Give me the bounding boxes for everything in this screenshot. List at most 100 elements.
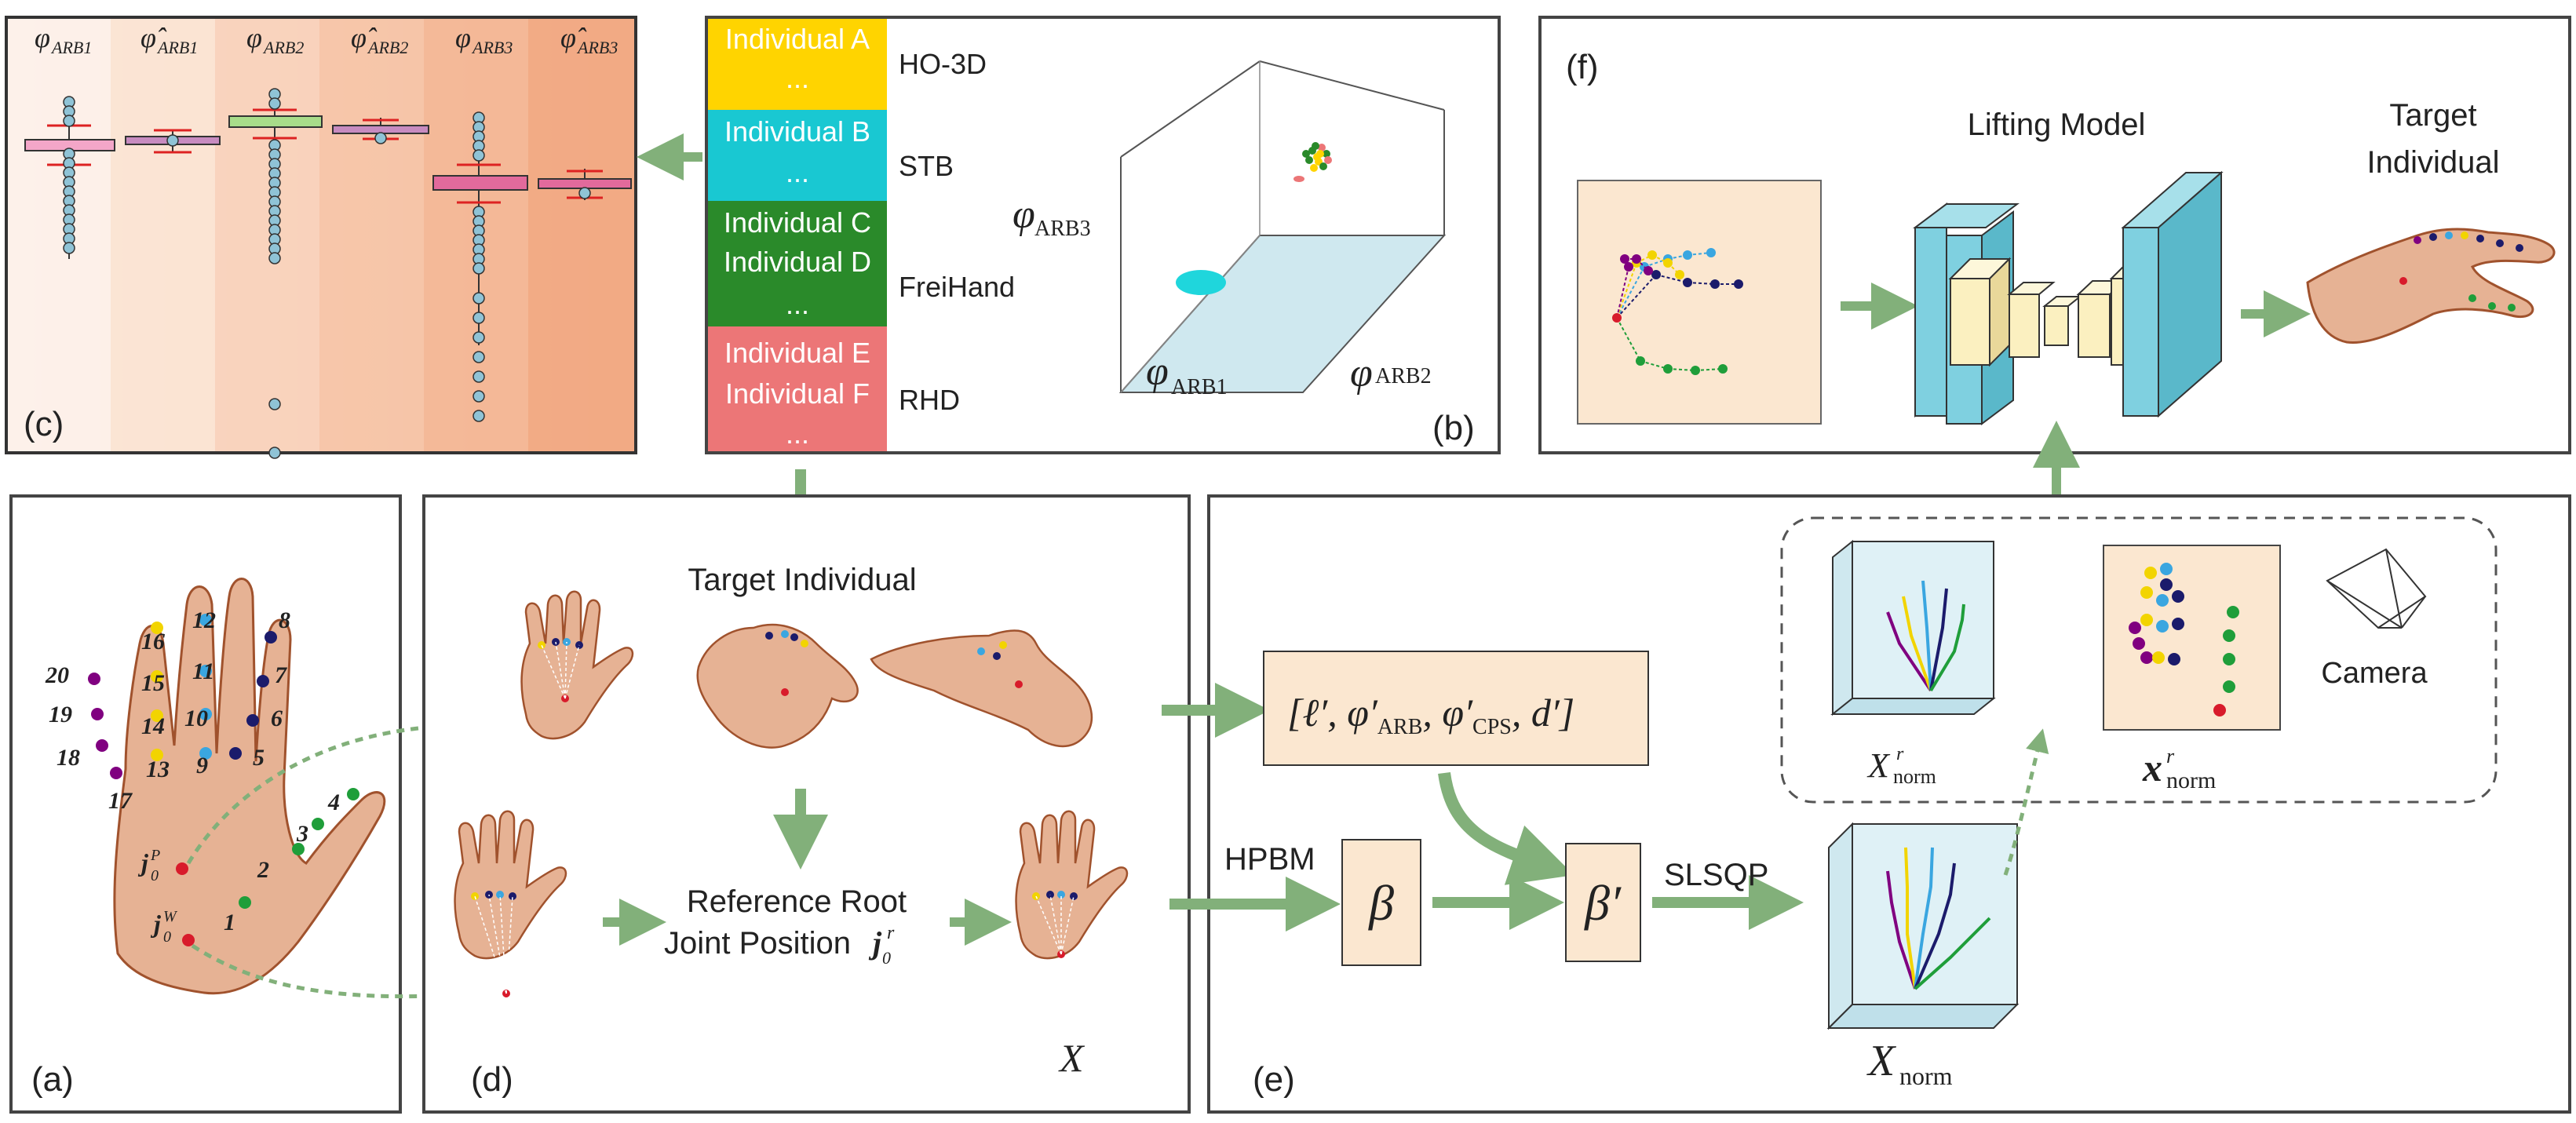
bone [1616, 266, 1645, 319]
dataset-label-rhd: RHD [899, 384, 960, 416]
panel-f: (f) Lifting Model Tar [1538, 16, 2571, 454]
output-keypoint [2476, 235, 2484, 242]
keypoint [1663, 258, 1673, 268]
joint-8 [265, 631, 277, 644]
hand-dashed-line [488, 894, 507, 994]
projected-keypoint [2144, 567, 2157, 579]
joint-18 [96, 739, 108, 752]
joint-number-10: 10 [184, 706, 208, 731]
joint-number-12: 12 [192, 607, 216, 633]
projected-keypoint [2140, 614, 2153, 626]
dataset-block-ho3d [708, 19, 887, 110]
panel-b-label: (b) [1432, 409, 1475, 447]
scatter-point [1310, 164, 1318, 172]
xrnorm-sub: norm [1893, 765, 1936, 788]
boxplot-outliers-phi-arb3 [473, 111, 485, 422]
projected-keypoint [2129, 622, 2141, 634]
xrnorm-sup: r [1896, 744, 1904, 764]
xnorm-sub: norm [1899, 1062, 1953, 1090]
bone-chain [1886, 611, 1932, 692]
dashed-arrow-xnorm-to-proj [2003, 728, 2049, 876]
joint-number-19: 19 [49, 702, 72, 727]
joint-6 [246, 714, 259, 727]
slsqp-label: SLSQP [1664, 858, 1768, 892]
scatter-cluster-cyan [1176, 270, 1226, 295]
joint-number-17: 17 [108, 788, 133, 814]
output-keypoint [2414, 236, 2421, 244]
keypoint [1683, 250, 1692, 260]
keypoint [1632, 254, 1641, 264]
scatter-point [1305, 156, 1313, 164]
bone-chain [1929, 603, 1965, 692]
axis-label-x: φ [1146, 349, 1169, 394]
joint-4 [347, 788, 359, 800]
outlier-dot [473, 331, 485, 344]
projected-keypoint [2223, 629, 2235, 642]
projected-keypoint [2156, 620, 2169, 633]
panel-d: Target Individual Reference Root Joint P… [422, 494, 1191, 1114]
jp-sup: P [150, 847, 160, 864]
joint-2 [292, 843, 305, 855]
joint-1 [239, 896, 251, 909]
output-keypoint [2445, 232, 2453, 239]
hand-joint [999, 641, 1007, 649]
bone [1644, 258, 1669, 268]
hand-a-joints [88, 614, 359, 946]
joint-20 [88, 673, 100, 685]
projected-keypoint [2223, 680, 2235, 693]
joint-17 [110, 767, 122, 779]
hand-joint [790, 633, 798, 641]
beta-prime-symbol: β′ [1583, 875, 1622, 931]
outlier-dot [63, 242, 75, 254]
joint-10 [199, 708, 212, 720]
joint-number-7: 7 [275, 662, 287, 688]
joint-number-3: 3 [296, 821, 308, 847]
hand-dashed-line [541, 644, 566, 699]
dataset-block-rhd [708, 326, 887, 451]
beta-symbol: β [1367, 875, 1394, 931]
bone-chain [1914, 862, 1956, 990]
panel-d-hands [454, 590, 1129, 997]
bone-chain [1886, 870, 1917, 990]
joint-number-16: 16 [141, 629, 165, 654]
individual-cd-ellipsis: ... [786, 288, 809, 320]
keypoint [1663, 364, 1673, 374]
hand-shape [870, 629, 1093, 748]
panel-b: Individual A ... Individual B ... Indivi… [705, 16, 1501, 454]
joint-number-4: 4 [327, 789, 340, 815]
dataset-block-freihand [708, 201, 887, 326]
beta-box [1341, 839, 1421, 966]
output-keypoint [2496, 239, 2504, 247]
hand-dashed-line [564, 644, 580, 699]
projected-keypoint-root [2213, 704, 2226, 716]
outlier-dot [63, 115, 75, 127]
beta-prime-box [1565, 843, 1641, 962]
small-xr-sup: r [2166, 745, 2175, 768]
joint-number-14: 14 [141, 713, 165, 739]
xrnorm-label: X [1866, 746, 1891, 785]
bone-chain [1914, 917, 1991, 990]
scatter-point [1293, 176, 1304, 182]
keypoint [1647, 250, 1657, 260]
hpbm-label: HPBM [1224, 842, 1315, 877]
params-part3: , d′] [1512, 691, 1574, 735]
outlier-dot [268, 97, 281, 110]
hand-joint [1057, 891, 1065, 899]
scatter-point [1319, 162, 1327, 170]
joint-number-8: 8 [279, 607, 290, 633]
input-2d-skeleton [1612, 248, 1743, 375]
camera-icon [2326, 548, 2427, 629]
keypoint [1651, 270, 1661, 279]
jw-sup: W [163, 908, 178, 925]
hand-joint [538, 641, 545, 649]
individual-a-ellipsis: ... [786, 62, 809, 94]
outlier-dot [268, 252, 281, 264]
scatter-point [1312, 142, 1319, 150]
column-header-sub-4: ARB2 [367, 38, 408, 57]
scatter-point [1316, 150, 1324, 158]
small-xr-sub: norm [2166, 768, 2216, 793]
projected-keypoint [2133, 637, 2145, 650]
projected-keypoint [2160, 578, 2173, 591]
hand-front-2 [454, 810, 567, 997]
